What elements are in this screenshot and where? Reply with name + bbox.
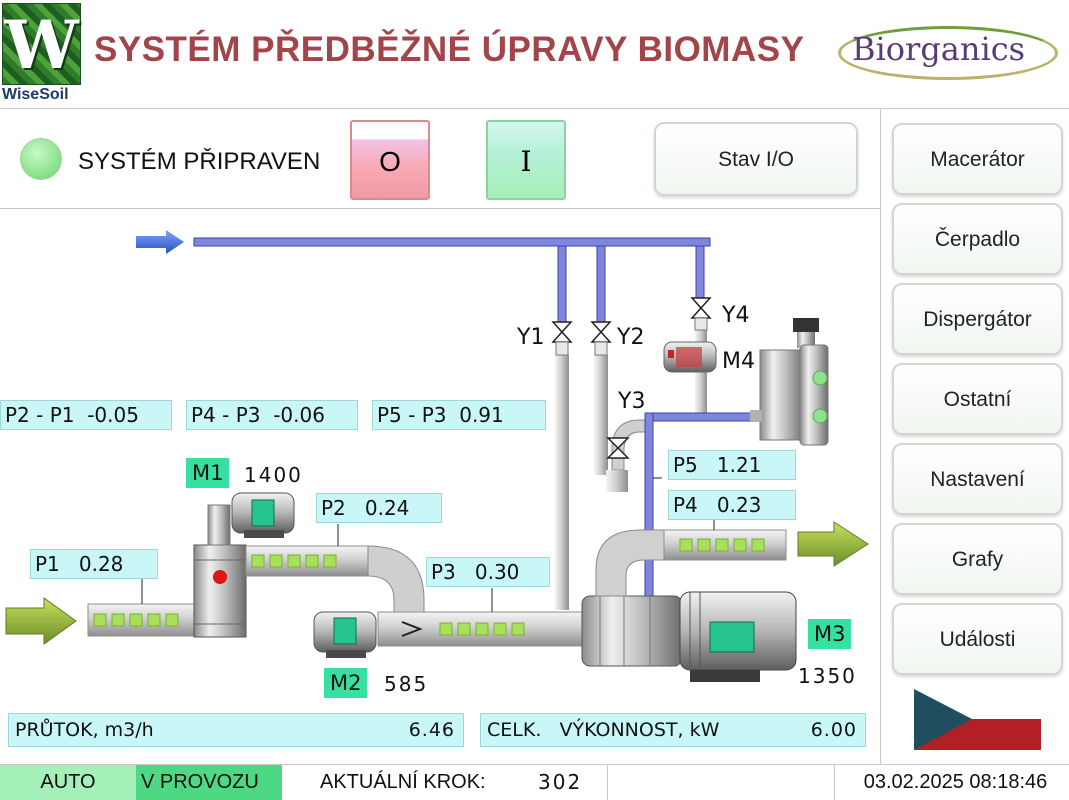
pressure-p2: P2 0.24 bbox=[316, 493, 442, 523]
flow-rate-value: 6.46 bbox=[408, 719, 455, 741]
status-divider bbox=[0, 208, 880, 209]
total-power-value: 6.00 bbox=[810, 719, 857, 741]
water-branch-y1 bbox=[557, 245, 567, 323]
pipe-p2-elbow bbox=[367, 545, 425, 616]
motor-m2-rpm: 585 bbox=[384, 672, 429, 696]
wisesoil-logo: W WiseSoil bbox=[0, 0, 84, 106]
czech-flag-icon[interactable] bbox=[914, 689, 1041, 750]
statusbar-sep-2 bbox=[834, 765, 835, 800]
valve-y3-label: Y3 bbox=[618, 389, 646, 414]
valve-y4-icon[interactable] bbox=[690, 297, 712, 331]
pipe-y3-down bbox=[606, 470, 628, 492]
inlet-arrow-icon bbox=[5, 597, 77, 645]
stop-button[interactable]: O bbox=[350, 120, 430, 200]
run-state-indicator: V PROVOZU bbox=[136, 765, 282, 800]
diff-p4-p3: P4 - P3 -0.06 bbox=[186, 400, 358, 430]
start-button[interactable]: I bbox=[486, 120, 566, 200]
valve-y2-label: Y2 bbox=[617, 325, 645, 350]
valve-y1-icon[interactable] bbox=[551, 321, 573, 356]
nav-cerpadlo[interactable]: Čerpadlo bbox=[892, 203, 1063, 275]
pipe-p3-flow bbox=[439, 622, 525, 636]
pipe-p4-flow bbox=[679, 538, 765, 552]
logo-tile: W bbox=[2, 3, 81, 85]
brand-text: Biorganics bbox=[852, 30, 1026, 68]
water-branch-y2 bbox=[596, 245, 606, 323]
flow-rate-box: PRŮTOK, m3/h 6.46 bbox=[8, 713, 464, 747]
datetime-display: 03.02.2025 08:18:46 bbox=[863, 771, 1048, 793]
header-divider bbox=[0, 108, 1069, 109]
valve-y4-label: Y4 bbox=[722, 303, 750, 328]
nav-dispergator[interactable]: Dispergátor bbox=[892, 283, 1063, 355]
total-power-label: CELK. VÝKONNOST, kW bbox=[487, 719, 720, 741]
total-power-box: CELK. VÝKONNOST, kW 6.00 bbox=[480, 713, 866, 747]
system-ready-lamp bbox=[20, 138, 62, 180]
flow-rate-label: PRŮTOK, m3/h bbox=[15, 719, 154, 741]
water-inlet-arrow-icon bbox=[136, 230, 184, 254]
label-leader-lines bbox=[141, 477, 715, 612]
motor-m3-icon[interactable] bbox=[679, 591, 797, 682]
process-diagram bbox=[5, 230, 869, 682]
pipe-p2-flow bbox=[251, 554, 337, 568]
page-title: SYSTÉM PŘEDBĚŽNÉ ÚPRAVY BIOMASY bbox=[94, 30, 805, 69]
current-step-value: 302 bbox=[538, 770, 583, 794]
pipe-p1-flow bbox=[93, 613, 179, 627]
motor-m1-tag: M1 bbox=[186, 458, 230, 488]
statusbar-divider bbox=[0, 764, 1069, 765]
nav-grafy[interactable]: Grafy bbox=[892, 523, 1063, 595]
disperser-tank-icon[interactable] bbox=[750, 318, 829, 446]
motor-m4-icon[interactable] bbox=[663, 341, 717, 373]
pressure-p5: P5 1.21 bbox=[668, 450, 796, 480]
check-valve-icon bbox=[401, 621, 423, 637]
valve-y1-label: Y1 bbox=[517, 325, 545, 350]
nav-divider bbox=[880, 108, 881, 765]
valve-y3-icon[interactable] bbox=[606, 437, 630, 459]
nav-macerator[interactable]: Macerátor bbox=[892, 123, 1063, 195]
main-pump-icon[interactable] bbox=[581, 529, 683, 667]
motor-m2-tag: M2 bbox=[324, 668, 368, 698]
valve-y2-icon[interactable] bbox=[590, 321, 612, 356]
p5-line-v bbox=[644, 412, 654, 604]
system-ready-label: SYSTÉM PŘIPRAVEN bbox=[78, 148, 321, 175]
pipe-y1-down bbox=[555, 355, 569, 610]
water-branch-y4 bbox=[695, 245, 705, 299]
water-main-pipe bbox=[193, 237, 711, 247]
statusbar-sep-1 bbox=[607, 765, 608, 800]
brand-swoosh bbox=[838, 26, 1058, 80]
nav-udalosti[interactable]: Události bbox=[892, 603, 1063, 675]
diff-p2-p1: P2 - P1 -0.05 bbox=[0, 400, 172, 430]
logo-text: WiseSoil bbox=[2, 86, 69, 103]
biorganics-logo: Biorganics bbox=[838, 22, 1060, 82]
motor-m3-tag: M3 bbox=[808, 619, 852, 649]
motor-m1-icon[interactable] bbox=[231, 492, 295, 538]
motor-m3-rpm: 1350 bbox=[798, 664, 857, 688]
diff-p5-p3: P5 - P3 0.91 bbox=[372, 400, 546, 430]
pressure-p4: P4 0.23 bbox=[668, 490, 796, 520]
pipe-y2-down bbox=[594, 355, 608, 475]
motor-m1-rpm: 1400 bbox=[244, 463, 303, 487]
pressure-p3: P3 0.30 bbox=[426, 557, 550, 587]
outlet-arrow-icon bbox=[797, 521, 869, 567]
pressure-p1: P1 0.28 bbox=[30, 549, 158, 579]
macerator-tank-icon[interactable] bbox=[193, 504, 247, 638]
mode-indicator: AUTO bbox=[0, 765, 136, 800]
motor-m2-icon[interactable] bbox=[313, 611, 377, 658]
current-step-label: AKTUÁLNÍ KROK: bbox=[320, 771, 486, 793]
nav-nastaveni[interactable]: Nastavení bbox=[892, 443, 1063, 515]
nav-ostatni[interactable]: Ostatní bbox=[892, 363, 1063, 435]
p5-line-h bbox=[644, 412, 752, 422]
io-status-button[interactable]: Stav I/O bbox=[654, 122, 858, 196]
motor-m4-label: M4 bbox=[722, 349, 755, 374]
logo-letter: W bbox=[4, 6, 79, 84]
